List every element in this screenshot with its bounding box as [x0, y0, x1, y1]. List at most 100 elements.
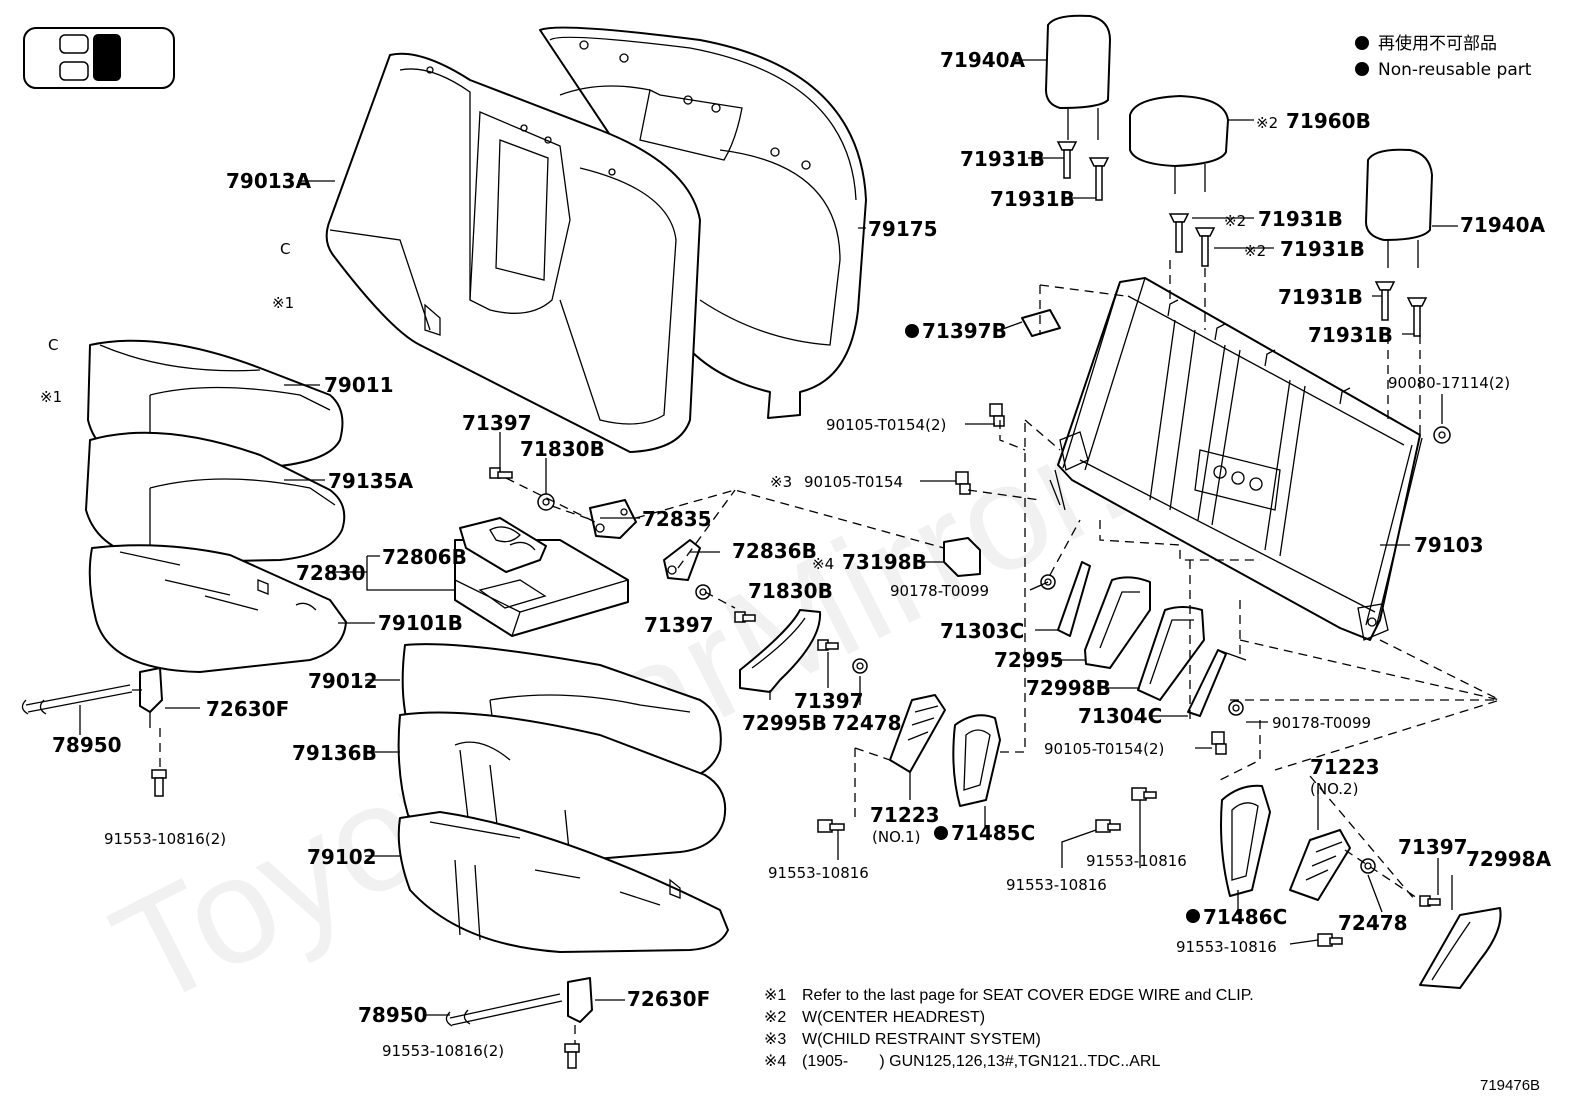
label-71931B-1: 71931B — [960, 147, 1045, 171]
label-71303C: 71303C — [940, 619, 1024, 643]
footnote-text-2: W(CENTER HEADREST) — [802, 1009, 985, 1026]
assembly-dashes — [505, 260, 1503, 901]
label-72835: 72835 — [642, 507, 712, 531]
headrest-71940A-right — [1365, 148, 1433, 268]
cover-72998B — [1137, 606, 1205, 701]
cover-72995B — [739, 609, 822, 693]
note-ref-2a: ※2 — [1256, 114, 1278, 132]
note-ref-3: ※3 — [770, 473, 792, 491]
bolt-90105-c — [1211, 731, 1227, 755]
legend: 再使用不可部品 Non-reusable part — [1355, 33, 1532, 80]
headrest-71960B — [1129, 95, 1229, 194]
footnote-text-3: W(CHILD RESTRAINT SYSTEM) — [802, 1031, 1041, 1048]
label-71223-no2-sub: (NO.2) — [1310, 780, 1358, 798]
leader-lines — [79, 59, 1458, 1016]
guide-71931B-3 — [1168, 213, 1190, 253]
seat-layout-icon — [23, 27, 175, 89]
bolt-91553-c1 — [817, 819, 845, 833]
seatback-79013A — [325, 52, 701, 453]
label-71830B-a: 71830B — [520, 437, 605, 461]
seatback-79175 — [539, 26, 867, 419]
non-reusable-dot — [1186, 909, 1200, 923]
bolt-71397-d — [1419, 895, 1441, 907]
label-72630F-lower: 72630F — [627, 987, 710, 1011]
label-71223-no1-sub: (NO.1) — [872, 828, 920, 846]
label-71397B: 71397B — [922, 319, 1007, 343]
label-71940A-left: 71940A — [940, 48, 1026, 72]
bracket-71304C — [1187, 649, 1247, 717]
label-71931B-6: 71931B — [1308, 323, 1393, 347]
bracket-71303C — [1057, 561, 1091, 637]
label-79103: 79103 — [1414, 533, 1484, 557]
seatback-frame-79103 — [1049, 277, 1423, 641]
label-79135A: 79135A — [328, 469, 414, 493]
bolt-90105-a — [989, 403, 1005, 427]
label-90105: 90105-T0154 — [804, 473, 903, 491]
guide-71931B-4 — [1194, 227, 1216, 267]
note-ref-1a: ※1 — [272, 294, 294, 312]
label-79013A: 79013A — [226, 169, 312, 193]
label-71397-a: 71397 — [462, 411, 532, 435]
label-91553-c2: 91553-10816 — [1006, 876, 1107, 894]
wire-78950-upper — [21, 684, 133, 715]
hinge-72835 — [589, 499, 637, 539]
bracket-72630F-upper — [132, 667, 163, 728]
guide-71931B-2 — [1088, 157, 1110, 201]
guide-line — [1000, 420, 1026, 753]
label-71830B-b: 71830B — [748, 579, 833, 603]
bolt-91553-c2 — [1095, 819, 1121, 833]
nut-90080 — [1433, 426, 1451, 444]
label-71223-no1: 71223 — [870, 803, 940, 827]
footnote-mark-3: ※3 — [764, 1031, 786, 1048]
nut-71830B-b — [695, 584, 711, 600]
note-ref-2c: ※2 — [1244, 242, 1266, 260]
armrest-72830 — [454, 517, 629, 637]
non-reusable-dot — [905, 324, 919, 338]
cushion-frame-79102 — [397, 811, 729, 953]
bracket-71223-no2 — [1289, 829, 1351, 901]
footnote-mark-2: ※2 — [764, 1009, 786, 1026]
footnote-mark-1: ※1 — [764, 987, 786, 1004]
label-90105-2a: 90105-T0154(2) — [826, 416, 946, 434]
nut-71830B-a — [537, 493, 555, 511]
label-72995B: 72995B — [742, 711, 827, 735]
note-ref-2b: ※2 — [1224, 212, 1246, 230]
label-91553-2-lower: 91553-10816(2) — [382, 1042, 504, 1060]
guide-71931B-5 — [1374, 281, 1396, 321]
label-71397-c: 71397 — [794, 689, 864, 713]
bracket-71223-no1 — [889, 694, 946, 773]
bolt-91553-lower — [564, 1043, 580, 1069]
label-90178-b: 90178-T0099 — [1272, 714, 1371, 732]
bolt-90105-b — [955, 471, 971, 495]
label-71486C: 71486C — [1203, 905, 1287, 929]
label-72806B: 72806B — [382, 545, 467, 569]
bolt-71397-b — [734, 611, 756, 623]
cover-71485C — [952, 714, 1001, 807]
cover-72995 — [1084, 576, 1151, 669]
label-71931B-4: 71931B — [1280, 237, 1365, 261]
clip-symbol-a: C — [280, 240, 290, 258]
label-72478-a: 72478 — [832, 711, 902, 735]
bolt-71397-c — [817, 639, 839, 651]
guide-71931B-1 — [1056, 141, 1078, 179]
label-72630F-upper: 72630F — [206, 697, 289, 721]
label-78950-upper: 78950 — [52, 733, 122, 757]
label-90105-2b: 90105-T0154(2) — [1044, 740, 1164, 758]
nut-90178-a — [1040, 574, 1056, 590]
label-71940A-right: 71940A — [1460, 213, 1546, 237]
footnote-text-1: Refer to the last page for SEAT COVER ED… — [802, 987, 1254, 1004]
label-72478-b: 72478 — [1338, 911, 1408, 935]
hinge-72836B — [663, 539, 701, 581]
label-91553-2-upper: 91553-10816(2) — [104, 830, 226, 848]
wire-78950-lower — [445, 993, 563, 1027]
footnote-text-4: (1905- ) GUN125,126,13#,TGN121..TDC..ARL — [802, 1053, 1160, 1070]
label-73198B: 73198B — [842, 550, 927, 574]
label-90080: 90080-17114(2) — [1388, 374, 1510, 392]
label-72995: 72995 — [994, 648, 1064, 672]
label-79101B: 79101B — [378, 611, 463, 635]
bolt-91553-upper — [151, 769, 167, 797]
non-reusable-dot — [934, 826, 948, 840]
label-79102: 79102 — [307, 845, 377, 869]
bolt-91553-c3 — [1131, 787, 1157, 801]
